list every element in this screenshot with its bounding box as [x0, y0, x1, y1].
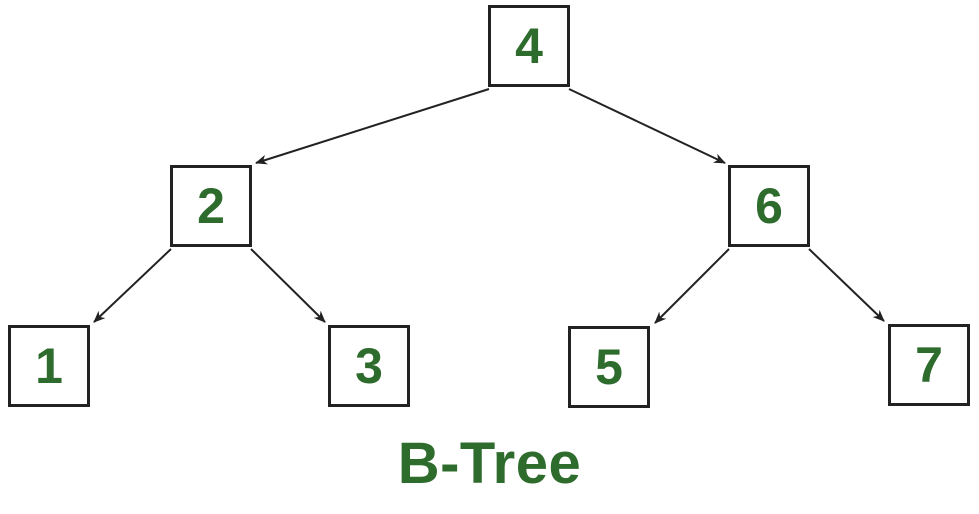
edge-4-6 [568, 88, 726, 164]
diagram-title: B-Tree [397, 431, 582, 496]
tree-node-5-label: 5 [595, 339, 623, 395]
edge-6-5 [654, 248, 730, 324]
tree-node-2: 2 [170, 165, 252, 247]
tree-node-5: 5 [568, 326, 650, 408]
tree-node-4-label: 4 [515, 18, 543, 74]
tree-node-7-label: 7 [915, 337, 943, 393]
tree-node-1-label: 1 [35, 338, 63, 394]
tree-node-3: 3 [328, 325, 410, 407]
edge-4-2 [255, 88, 490, 165]
edge-2-3 [250, 248, 326, 323]
tree-node-6: 6 [728, 165, 810, 247]
edge-6-7 [808, 248, 885, 322]
edge-2-1 [93, 248, 172, 323]
tree-node-7: 7 [888, 324, 970, 406]
tree-node-6-label: 6 [755, 178, 783, 234]
tree-node-1: 1 [8, 325, 90, 407]
tree-node-3-label: 3 [355, 338, 383, 394]
tree-node-4: 4 [488, 5, 570, 87]
tree-node-2-label: 2 [197, 178, 225, 234]
